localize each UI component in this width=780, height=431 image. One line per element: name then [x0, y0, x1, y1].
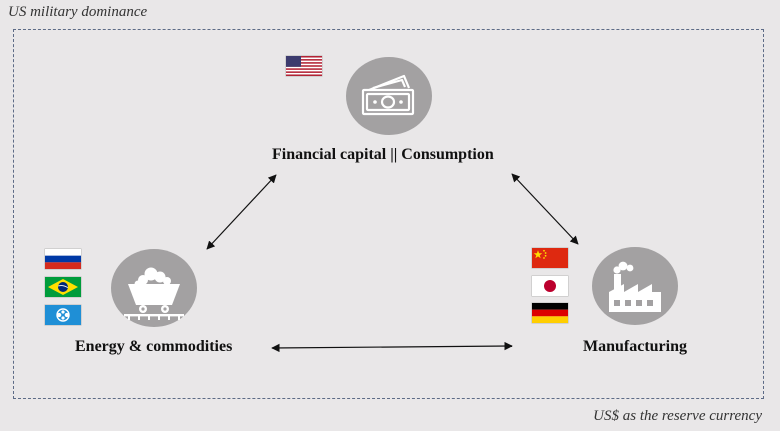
manufacturing-node-label: Manufacturing [583, 338, 687, 355]
dashed-frame [13, 29, 764, 399]
manufacturing-node [592, 247, 678, 325]
connector-energy-manufacturing [271, 341, 513, 353]
finance-node [346, 57, 432, 135]
germany-flag [532, 303, 568, 323]
energy-node-label: Energy & commodities [75, 338, 233, 355]
connector-finance-manufacturing [511, 173, 579, 245]
china-flag [532, 248, 568, 268]
top-frame-label: US military dominance [8, 4, 148, 20]
opec-flag [45, 305, 81, 325]
bottom-frame-label: US$ as the reserve currency [593, 408, 762, 424]
brazil-flag [45, 277, 81, 297]
russia-flag [45, 249, 81, 269]
japan-flag [532, 276, 568, 296]
finance-node-label: Financial capital || Consumption [272, 146, 494, 163]
factory-icon [609, 261, 661, 312]
energy-node [111, 249, 197, 327]
us-flag [286, 56, 322, 76]
mine-cart-icon [124, 267, 184, 320]
banknote-icon [361, 74, 415, 116]
connector-finance-energy [206, 174, 277, 250]
